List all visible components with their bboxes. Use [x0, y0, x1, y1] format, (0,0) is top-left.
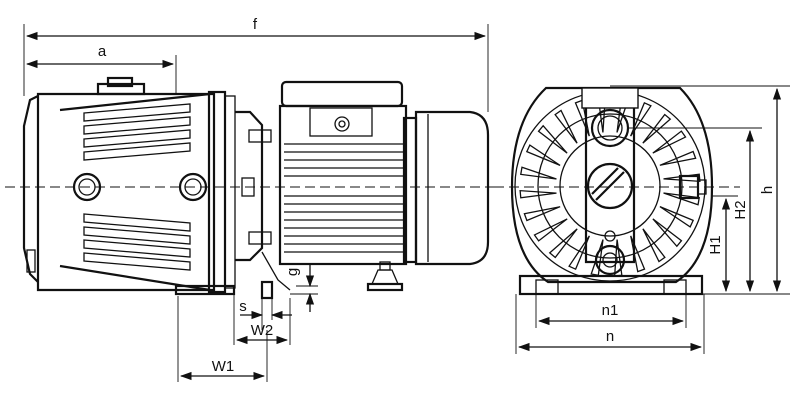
- suction-port: [72, 172, 102, 202]
- priming-plug-base: [96, 82, 146, 96]
- front-view: H1 H2 h n1 n: [494, 85, 790, 354]
- radial-fin: [533, 218, 568, 242]
- drain-plug-front: [594, 244, 626, 276]
- radial-fin: [652, 218, 683, 248]
- motor-cooling-ribs: [284, 143, 404, 253]
- motor: [278, 80, 490, 266]
- cable-gland-inner: [338, 120, 346, 128]
- radial-fin: [659, 206, 695, 228]
- drain-plug-front-inner: [602, 252, 618, 268]
- dim-label-h1: H1: [707, 235, 724, 254]
- motor-body: [278, 104, 408, 266]
- radial-fin: [548, 228, 578, 259]
- shaft-seal: [241, 177, 255, 197]
- coupling-bracket: [235, 110, 291, 291]
- radial-fin: [642, 113, 672, 144]
- pump-bottom-plug: [26, 249, 36, 273]
- radial-fin: [525, 144, 561, 166]
- radial-fin: [519, 189, 557, 199]
- pump-foot-right: [260, 280, 274, 300]
- discharge-flange-top: [581, 87, 639, 109]
- radial-fin: [659, 150, 697, 166]
- terminal-box-plate: [309, 107, 373, 137]
- bracket-lug-top: [248, 129, 272, 143]
- cable-gland: [334, 116, 350, 132]
- front-base: [518, 274, 704, 296]
- bracket-foot-line: [261, 251, 291, 291]
- front-inner-ring: [537, 113, 683, 259]
- dim-label-w2: W2: [251, 322, 274, 339]
- support-knob: [366, 261, 404, 292]
- dim-label-w1: W1: [212, 358, 235, 375]
- shaft-hub: [586, 162, 634, 210]
- side-view: f a g s W2 W1: [5, 16, 498, 382]
- front-foot-right: [663, 279, 687, 295]
- bracket-outline: [235, 110, 264, 262]
- pump-flange-rim: [224, 95, 236, 289]
- radial-fin: [523, 206, 561, 222]
- radial-fin: [652, 130, 687, 154]
- drain-port-inner: [184, 178, 202, 196]
- shaft-slot: [595, 171, 625, 201]
- dim-label-n1: n1: [602, 302, 619, 319]
- drain-port: [178, 172, 208, 202]
- radial-fin: [554, 109, 578, 144]
- dim-label-a: a: [98, 43, 107, 60]
- radial-fin: [568, 235, 590, 271]
- dim-label-g: g: [284, 268, 301, 276]
- front-housing: [510, 86, 714, 284]
- discharge-port-inner: [597, 115, 623, 141]
- dim-label-f: f: [253, 16, 258, 33]
- dim-label-h2: H2: [732, 200, 749, 219]
- suction-port-inner: [78, 178, 96, 196]
- dim-label-n: n: [606, 328, 614, 345]
- dim-label-h: h: [759, 186, 776, 194]
- priming-plug: [106, 76, 134, 88]
- radial-fin: [520, 166, 557, 180]
- front-hub-ring: [559, 135, 661, 237]
- dim-label-s: s: [239, 298, 247, 315]
- fan-cover: [414, 110, 490, 266]
- pump-body: [22, 76, 236, 294]
- pump-flange: [207, 90, 227, 294]
- radial-fin: [613, 239, 623, 277]
- pump-body-fins: [83, 103, 191, 271]
- channel-bolt: [604, 230, 616, 242]
- radial-fin: [642, 228, 666, 263]
- radial-fin: [630, 101, 652, 137]
- radial-fin: [537, 124, 568, 154]
- shaft-slot-edge: [591, 167, 619, 195]
- pump-foot-left: [174, 284, 236, 296]
- bracket-lug-bottom: [248, 231, 272, 245]
- terminal-box: [280, 80, 404, 108]
- pump-end-cap: [22, 95, 39, 283]
- pump-housing-outline: [36, 92, 216, 292]
